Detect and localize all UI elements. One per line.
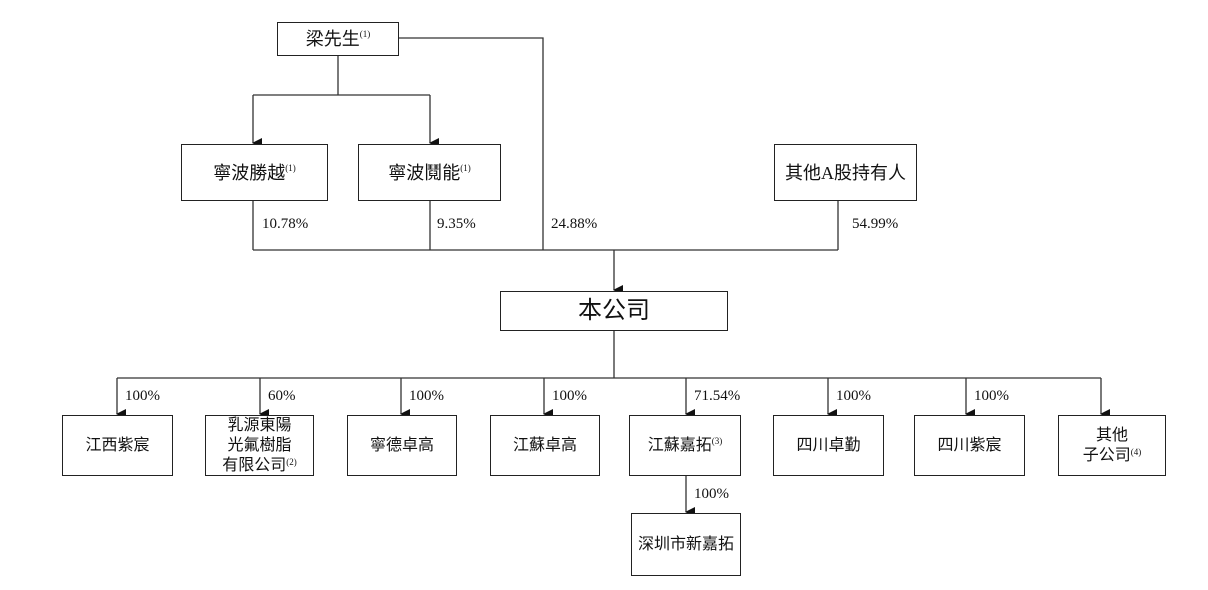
subsidiary-ningde-zhuogao: 寧德卓高 <box>347 415 457 476</box>
stake-label: 100% <box>552 388 587 404</box>
stake-label: 100% <box>836 388 871 404</box>
footnote: (2) <box>286 456 297 467</box>
label: 本公司 <box>578 298 650 324</box>
label: 其他A股持有人 <box>785 162 906 183</box>
stake-label: 9.35% <box>437 216 476 232</box>
shareholder-ningbo-chuangneng: 寧波鬩能(1) <box>358 144 501 201</box>
subsidiary-sichuan-zichen: 四川紫宸 <box>914 415 1025 476</box>
stake-label: 24.88% <box>551 216 598 232</box>
label: 深圳市新嘉拓 <box>637 535 734 553</box>
label: 江蘇嘉拓 <box>647 436 712 454</box>
subsidiary-others: 其他子公司(4) <box>1058 415 1166 476</box>
label-line: 光氟樹脂 <box>227 436 292 454</box>
stake-label: 71.54% <box>694 388 741 404</box>
footnote: (1) <box>460 162 471 173</box>
label: 四川紫宸 <box>937 436 1002 454</box>
label: 江西紫宸 <box>85 436 150 454</box>
company-box: 本公司 <box>500 291 728 331</box>
subsidiary-jiangxi-zichen: 江西紫宸 <box>62 415 173 476</box>
stake-label: 100% <box>974 388 1009 404</box>
subsidiary-jiangsu-zhuogao: 江蘇卓高 <box>490 415 600 476</box>
subsidiary-sichuan-zhuoqin: 四川卓勤 <box>773 415 884 476</box>
label-line: 乳源東陽 <box>227 416 292 434</box>
label: 梁先生 <box>305 29 360 49</box>
label-line: 有限公司 <box>222 456 287 474</box>
shareholder-other-a-share: 其他A股持有人 <box>774 144 917 201</box>
stake-label: 54.99% <box>852 216 899 232</box>
subsidiary-shenzhen-xinjiatuo: 深圳市新嘉拓 <box>631 513 741 576</box>
footnote: (4) <box>1130 446 1142 457</box>
stake-label: 100% <box>125 388 160 404</box>
stake-label: 60% <box>268 388 296 404</box>
label: 四川卓勤 <box>796 436 861 454</box>
footnote: (1) <box>359 29 371 39</box>
label-line: 子公司 <box>1082 446 1131 464</box>
label-line: 其他 <box>1095 426 1128 444</box>
label: 江蘇卓高 <box>512 436 577 454</box>
shareholder-ningbo-shengyue: 寧波勝越(1) <box>181 144 328 201</box>
footnote: (1) <box>285 162 296 173</box>
shareholder-mr-liang: 梁先生(1) <box>277 22 399 56</box>
label: 寧波鬩能 <box>388 162 461 183</box>
subsidiary-ruyuan-dongyang: 乳源東陽光氟樹脂有限公司(2) <box>205 415 314 476</box>
subsidiary-jiangsu-jiatuo: 江蘇嘉拓(3) <box>629 415 741 476</box>
stake-label: 100% <box>694 486 729 502</box>
footnote: (3) <box>711 435 723 446</box>
label: 寧德卓高 <box>369 436 434 454</box>
label: 寧波勝越 <box>213 162 286 183</box>
stake-label: 100% <box>409 388 444 404</box>
stake-label: 10.78% <box>262 216 309 232</box>
